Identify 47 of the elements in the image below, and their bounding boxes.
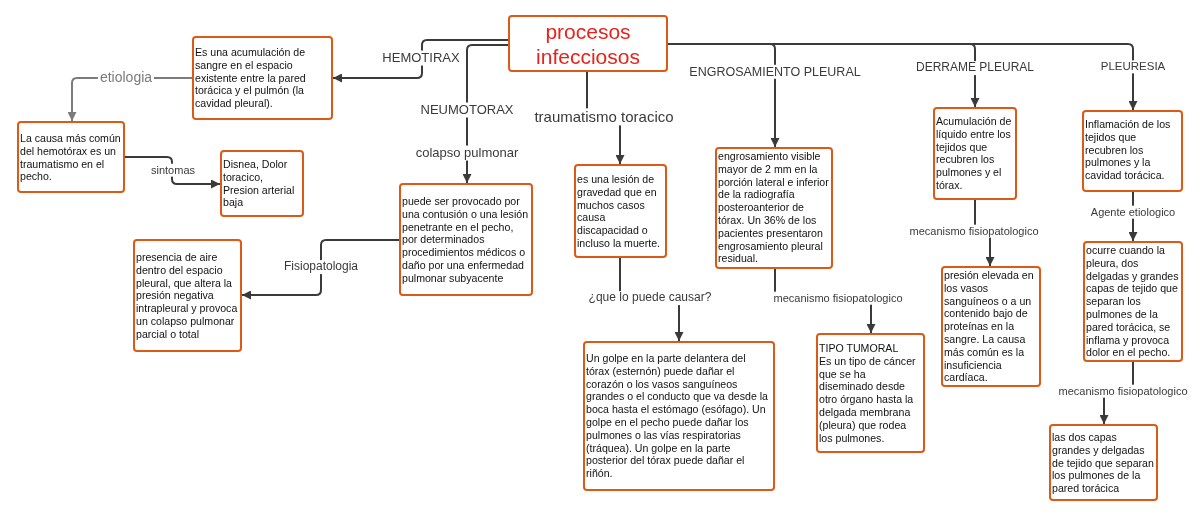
concept-box bbox=[1049, 424, 1158, 501]
edge-label: mecanismo fisiopatologico bbox=[771, 291, 905, 305]
box-text: ocurre cuando la pleura, dos delgadas y grandes capas de tejido que separan los pulmones de la pared torácica, se inflama y provoca dolor en el pecho. bbox=[1085, 244, 1180, 360]
edge-label: HEMOTIRAX bbox=[380, 50, 462, 66]
box-text: engrosamiento visible mayor de 2 mm en la porción lateral e inferior de la radiografía posteroanterior de tórax. Un 36% de los pacientes presentaron engrosamiento pleural residual. bbox=[717, 150, 830, 266]
edge-label: traumatismo toracico bbox=[532, 108, 676, 126]
box-heading: TIPO TUMORAL bbox=[818, 342, 900, 355]
box-text: La causa más común del hemotórax es un traumatismo en el pecho. bbox=[19, 132, 122, 184]
edge-label: ¿que lo puede causar? bbox=[586, 291, 714, 305]
box-text: Inflamación de los tejidos que recubren los pulmones y la cavidad torácica. bbox=[1084, 118, 1172, 182]
concept-box bbox=[133, 239, 242, 352]
edge-label: mecanismo fisiopatologico bbox=[1056, 384, 1190, 398]
concept-box bbox=[192, 36, 333, 120]
concept-box bbox=[583, 341, 775, 491]
concept-box bbox=[933, 107, 1017, 200]
edge-label: DERRAME PLEURAL bbox=[914, 61, 1036, 75]
edge-label: PLEURESIA bbox=[1098, 60, 1168, 74]
edge-label: Agente etiologico bbox=[1088, 205, 1178, 219]
edge-label: NEUMOTORAX bbox=[418, 102, 516, 118]
concept-box bbox=[574, 164, 667, 258]
concept-box bbox=[816, 333, 925, 453]
box-text: Es una acumulación de sangre en el espacio existente entre la pared torácica y el pulmón (la cavidad pleural). bbox=[194, 46, 307, 110]
box-text: puede ser provocado por una contusión o una lesión penetrante en el pecho, por determinados procedimientos médicos o daño por una enfermedad pulmonar subyacente bbox=[401, 195, 530, 285]
arrow bbox=[462, 44, 509, 184]
concept-box bbox=[17, 121, 125, 193]
line-caption: colapso pulmonar bbox=[413, 145, 521, 161]
box-text: presión elevada en los vasos sanguíneos o a un contenido bajo de proteínas en la sangre. La causa más común es la insuficiencia cardíaca. bbox=[943, 269, 1035, 385]
box-text: Disnea, Dolor toracico, Presion arterial baja bbox=[222, 158, 296, 210]
concept-box bbox=[1082, 110, 1183, 192]
box-text: las dos capas grandes y delgadas de tejido que separan los pulmones de la pared torácica bbox=[1051, 431, 1155, 495]
edge-label: ENGROSAMIENTO PLEURAL bbox=[687, 64, 863, 80]
concept-title: procesos infecciosos bbox=[535, 19, 641, 69]
arrow bbox=[332, 39, 509, 83]
concept-box bbox=[220, 150, 304, 217]
edge-label: etiologia bbox=[97, 68, 155, 86]
box-text: Es un tipo de cáncer que se ha diseminado desde otro órgano hasta la delgada membrana (pleura) que rodea los pulmones. bbox=[818, 354, 917, 445]
concept-box bbox=[399, 183, 533, 296]
main-concept-box bbox=[508, 15, 668, 72]
box-text: presencia de aire dentro del espacio pleural, que altera la presión negativa intrapleural y provoca un colapso pulmonar parcial o total bbox=[135, 251, 239, 341]
arrow bbox=[241, 239, 400, 300]
box-text: Acumulación de líquido entre los tejidos que recubren los pulmones y el tórax. bbox=[935, 115, 1013, 192]
box-text: es una lesión de gravedad que en muchos casos causa discapacidad o incluso la muerte. bbox=[576, 173, 662, 250]
box-text: Un golpe en la parte delantera del tórax (esternón) puede dañar el corazón o los vasos sanguíneos grandes o el conducto que va desde la boca hasta el estómago (esófago). Un golpe en el pecho puede dañar los pulmones o las vías respiratorias (tráquea). Un golpe en la parte posterior del tórax puede dañar el riñón. bbox=[585, 352, 769, 480]
arrow bbox=[124, 156, 221, 189]
edge-label: mecanismo fisiopatologico bbox=[907, 224, 1041, 238]
edge-label: sintomas bbox=[149, 163, 197, 177]
edge-label: Fisiopatologia bbox=[282, 260, 360, 274]
